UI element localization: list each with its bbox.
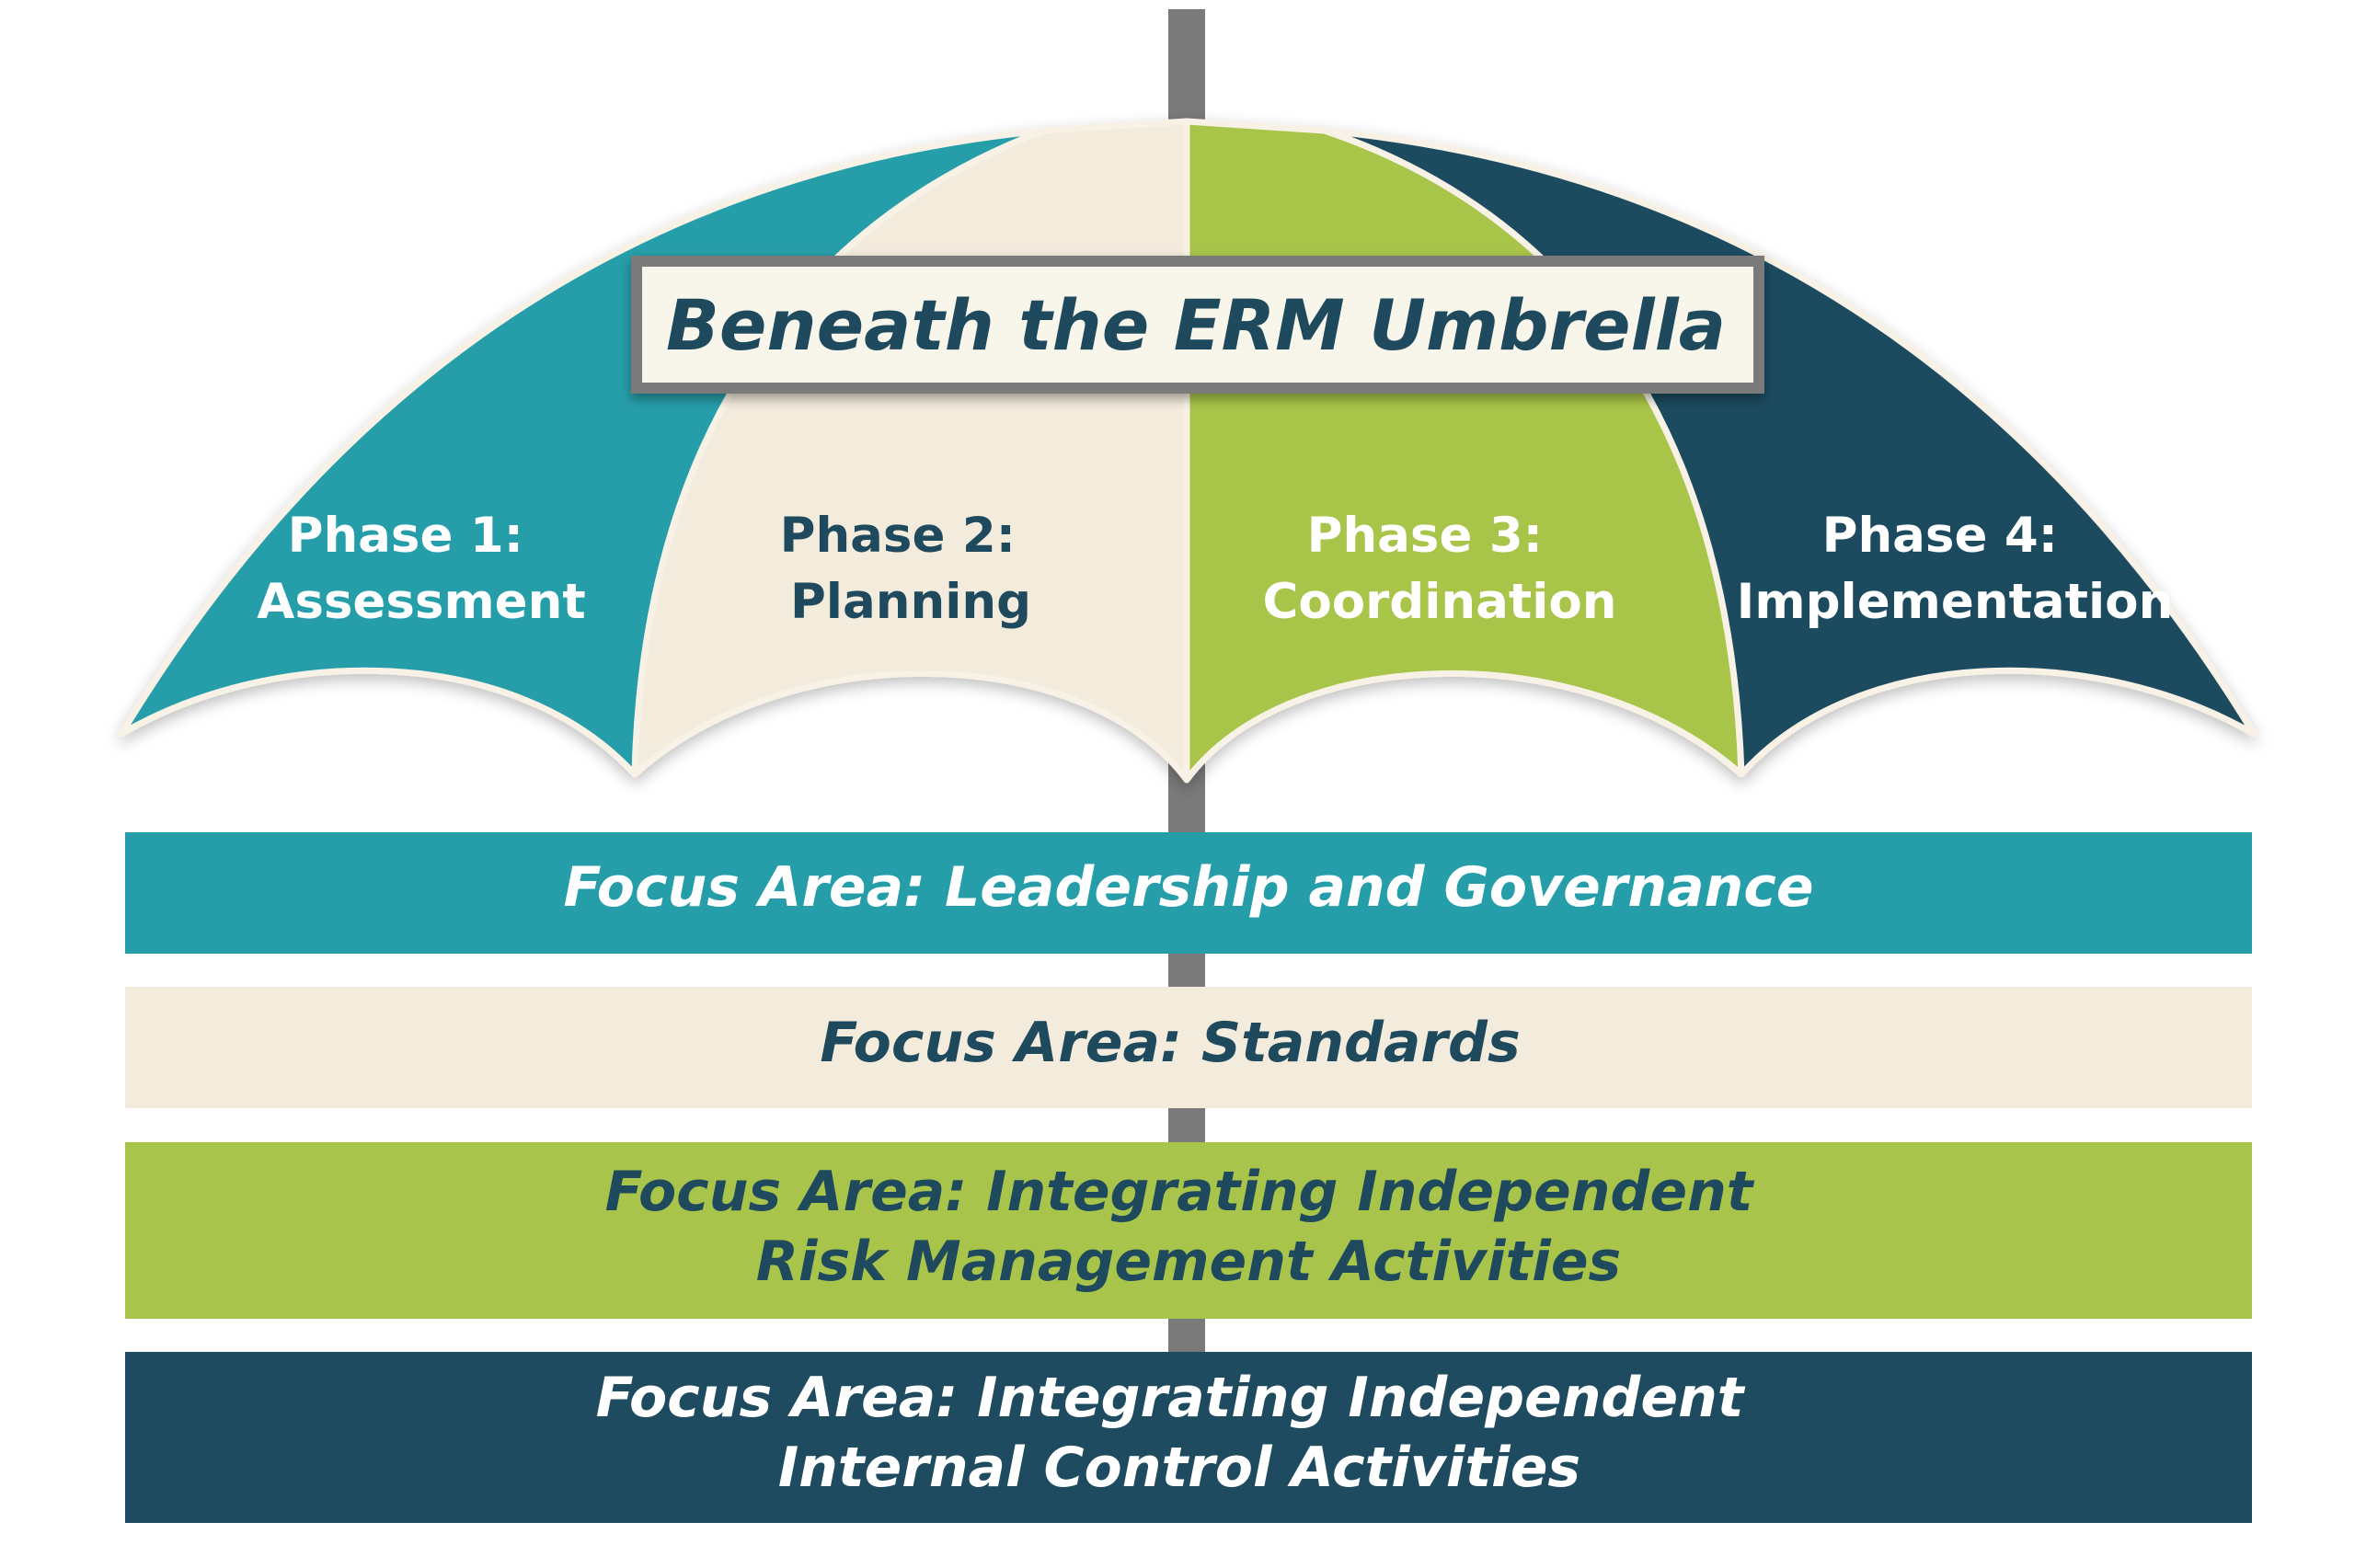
focus-area-3-label: Focus Area: Integrating Independent Risk…	[605, 1160, 1773, 1294]
phase-4-line1: Phase 4:	[1822, 508, 2058, 564]
focus-area-4-label: Focus Area: Integrating Independent Inte…	[596, 1366, 1763, 1500]
focus-area-4-line1: Focus Area: Integrating Independent	[596, 1366, 1746, 1430]
focus-area-3-line1: Focus Area: Integrating Independent	[605, 1160, 1755, 1224]
focus-area-band-2	[125, 987, 2252, 1108]
focus-area-bands	[125, 832, 2252, 1523]
phase-1-line2: Assessment	[257, 574, 585, 630]
focus-area-2-label: Focus Area: Standards	[820, 1011, 1520, 1075]
phase-4-line2: Implementation	[1737, 574, 2174, 630]
title-box-fill	[642, 267, 1753, 383]
phase-3-label: Phase 3: Coordination	[1262, 508, 1616, 630]
title-box	[631, 256, 1764, 394]
phase-3-line1: Phase 3:	[1307, 508, 1543, 564]
phase-1-label: Phase 1: Assessment	[257, 508, 585, 630]
focus-area-3-line2: Risk Management Activities	[756, 1230, 1622, 1294]
focus-area-2-line1: Focus Area: Standards	[820, 1011, 1520, 1075]
umbrella-canopy	[118, 118, 2257, 784]
focus-area-band-1	[125, 832, 2252, 954]
phase-2-line1: Phase 2:	[780, 508, 1016, 564]
phase-3-line2: Coordination	[1262, 574, 1616, 630]
phase-1-line1: Phase 1:	[288, 508, 523, 564]
focus-area-1-label: Focus Area: Leadership and Governance	[563, 855, 1813, 920]
phase-2-line2: Planning	[790, 574, 1031, 630]
focus-area-1-line1: Focus Area: Leadership and Governance	[563, 855, 1813, 920]
focus-area-band-4	[125, 1352, 2252, 1523]
focus-area-4-line2: Internal Control Activities	[778, 1436, 1580, 1500]
phase-4-label: Phase 4: Implementation	[1737, 508, 2174, 630]
diagram-title: Beneath the ERM Umbrella	[666, 284, 1726, 366]
focus-area-band-3	[125, 1142, 2252, 1319]
phase-2-label: Phase 2: Planning	[780, 508, 1033, 630]
